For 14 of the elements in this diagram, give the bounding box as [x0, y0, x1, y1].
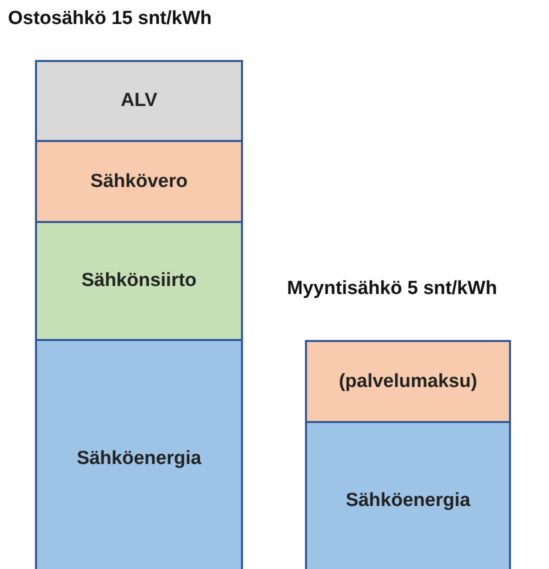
stack-segment [35, 339, 243, 569]
segment-label: (palvelumaksu) [338, 370, 478, 392]
segment-label: Sähkönsiirto [81, 270, 197, 292]
segment-label: Sähköenergia [346, 490, 470, 512]
segment-label: ALV [120, 90, 158, 112]
segment-label: Sähkövero [90, 170, 188, 192]
stack-segment [35, 60, 243, 142]
stack-segment [35, 140, 243, 223]
stack-segment [305, 421, 511, 569]
stack-segment [35, 221, 243, 341]
stack-segment [305, 340, 511, 423]
stack-heading: Ostosähkö 15 snt/kWh [8, 8, 212, 30]
stack-heading: Myyntisähkö 5 snt/kWh [287, 278, 498, 300]
segment-label: Sähköenergia [76, 448, 202, 470]
